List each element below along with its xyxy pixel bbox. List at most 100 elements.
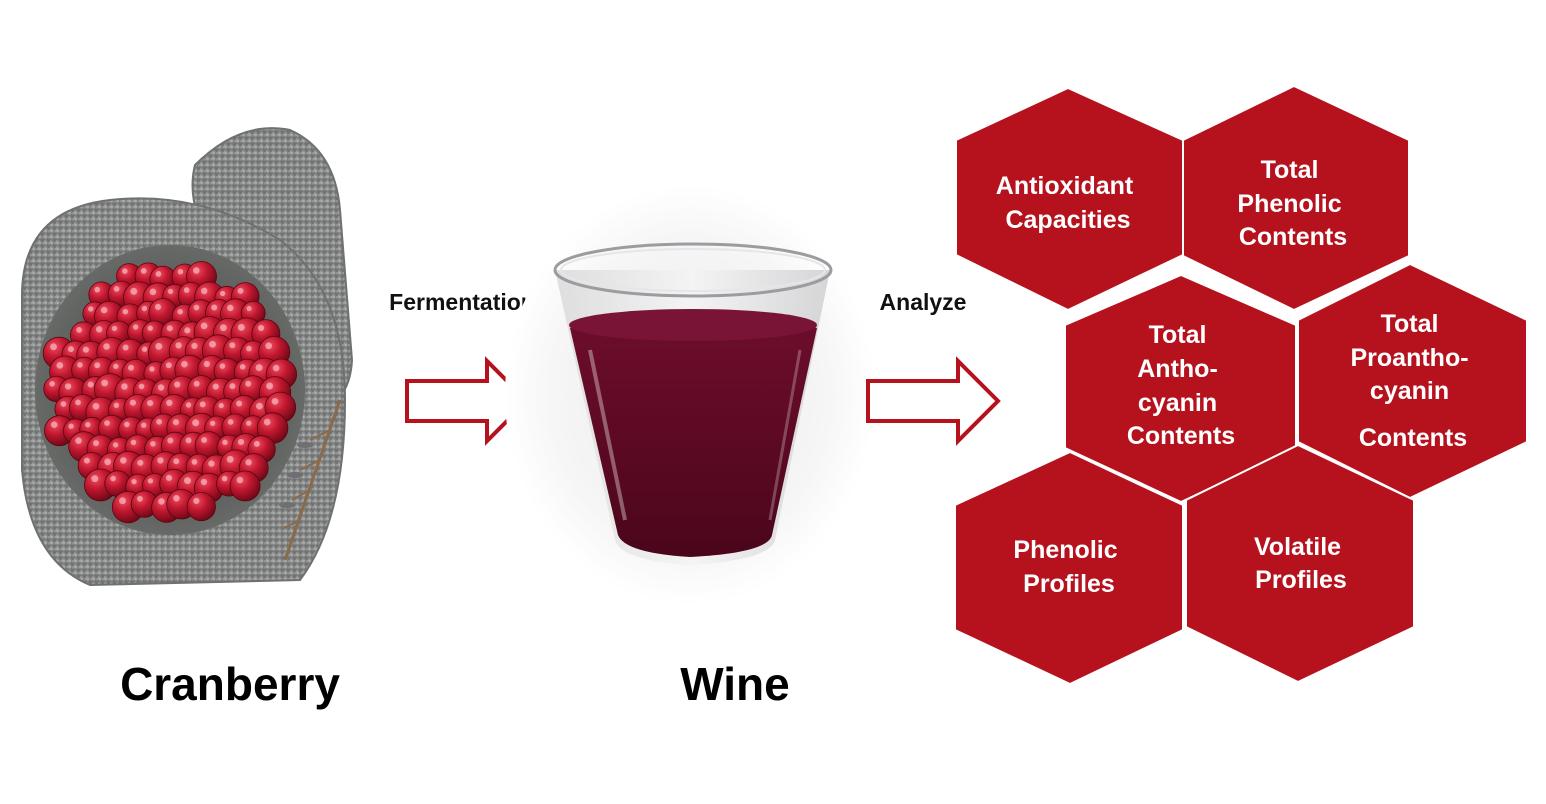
cranberry-highlight bbox=[236, 476, 244, 484]
cranberry-highlight bbox=[128, 364, 134, 371]
cranberry-highlight bbox=[199, 401, 206, 408]
cranberry-highlight bbox=[167, 288, 174, 295]
cranberry-highlight bbox=[185, 437, 192, 444]
hex-anthocyanin-line-2: Antho- bbox=[1137, 355, 1218, 383]
cranberry-highlight bbox=[236, 400, 243, 407]
hex-phenolic-contents-line-2: Phenolic bbox=[1237, 190, 1341, 218]
cranberry-highlight bbox=[67, 346, 74, 353]
cranberry-highlight bbox=[141, 422, 147, 428]
cranberry-highlight bbox=[113, 286, 120, 292]
cranberry-highlight bbox=[122, 308, 129, 315]
cranberry-highlight bbox=[68, 423, 74, 429]
cranberry-highlight bbox=[94, 362, 101, 369]
fermentation-label: Fermentation bbox=[389, 289, 535, 315]
cranberry-highlight bbox=[104, 458, 111, 466]
cranberry-highlight bbox=[193, 304, 200, 311]
cranberry-highlight bbox=[76, 327, 82, 333]
hex-anthocyanin-line-3: cyanin bbox=[1138, 389, 1217, 417]
cranberry-highlight bbox=[237, 287, 244, 294]
cranberry-highlight bbox=[104, 420, 110, 426]
cranberry-highlight bbox=[141, 346, 148, 352]
cranberry-highlight bbox=[226, 455, 234, 463]
cranberry-highlight bbox=[155, 271, 162, 277]
cranberry-highlight bbox=[239, 364, 246, 370]
cranberry-highlight bbox=[154, 303, 162, 310]
hex-phenolic-contents-line-3: Contents bbox=[1239, 223, 1347, 251]
svg-text:Total Proantho- cy: Total Proantho- cyanin Contents bbox=[1351, 310, 1476, 452]
cranberry-highlight bbox=[83, 457, 90, 464]
cranberry-pile bbox=[42, 261, 297, 524]
hex-antioxidant: Antioxidant Capacities bbox=[955, 86, 1184, 312]
cranberry-highlight bbox=[50, 421, 58, 429]
cranberry-highlight bbox=[229, 342, 236, 349]
cranberry-highlight bbox=[94, 286, 100, 293]
cranberry-highlight bbox=[87, 381, 94, 388]
svg-text:Total Phenolic Con: Total Phenolic Contents bbox=[1237, 156, 1348, 251]
cranberry-highlight bbox=[75, 437, 82, 445]
cranberry-highlight bbox=[191, 342, 198, 349]
wine-label: Wine bbox=[680, 658, 789, 710]
cranberry-highlight bbox=[221, 475, 228, 482]
cranberry-highlight bbox=[181, 360, 188, 368]
cranberry-highlight bbox=[60, 401, 67, 407]
hex-phenolic-contents-line-1: Total bbox=[1261, 156, 1319, 184]
cranberry-highlight bbox=[263, 418, 271, 426]
cranberry-highlight bbox=[237, 438, 245, 446]
cranberry-highlight bbox=[95, 326, 103, 333]
cranberry-highlight bbox=[172, 419, 179, 426]
cranberry-highlight bbox=[132, 324, 139, 330]
cranberry-highlight bbox=[229, 383, 236, 390]
cranberry-highlight bbox=[122, 268, 128, 274]
cranberry-highlight bbox=[122, 344, 129, 351]
cranberry-highlight bbox=[266, 382, 274, 390]
cranberry-highlight bbox=[140, 268, 147, 274]
cranberry-highlight bbox=[75, 399, 81, 406]
cranberry-highlight bbox=[193, 267, 200, 274]
cranberry-highlight bbox=[237, 323, 245, 331]
hex-phenolic-profiles: Phenolic Profiles bbox=[954, 450, 1184, 686]
cranberry-icon bbox=[186, 491, 216, 522]
cranberry-highlight bbox=[201, 437, 208, 443]
cranberry-image bbox=[20, 127, 354, 587]
cranberry-highlight bbox=[137, 459, 144, 466]
cranberry-highlight bbox=[200, 322, 208, 330]
cranberry-highlight bbox=[92, 402, 100, 410]
analyze-arrow bbox=[866, 356, 1001, 446]
hex-proanthocyanin-line-1: Total bbox=[1381, 310, 1439, 338]
cranberry-highlight bbox=[49, 381, 55, 387]
cranberry-highlight bbox=[147, 478, 154, 484]
hex-proanthocyanin-line-3: cyanin bbox=[1370, 377, 1449, 405]
cranberry-highlight bbox=[100, 306, 108, 314]
twig-icon bbox=[279, 399, 342, 561]
cranberry-highlight bbox=[137, 495, 143, 502]
cranberry-highlight bbox=[272, 364, 280, 372]
cranberry-highlight bbox=[155, 342, 163, 350]
cranberry-highlight bbox=[113, 402, 120, 408]
cranberry-highlight bbox=[50, 343, 57, 351]
cranberry-highlight bbox=[156, 418, 163, 425]
cranberry-highlight bbox=[166, 399, 173, 406]
svg-text:Total Antho- cyani: Total Antho- cyanin Contents bbox=[1127, 321, 1235, 450]
cranberry-highlight bbox=[129, 399, 136, 406]
cranberry-highlight bbox=[208, 460, 215, 467]
cranberry-highlight bbox=[131, 478, 137, 485]
cranberry-highlight bbox=[158, 498, 165, 505]
cranberry-highlight bbox=[218, 402, 224, 409]
svg-text:Antioxidant Capacities: Antioxidant Capacities bbox=[996, 172, 1140, 234]
cranberry-highlight bbox=[147, 400, 154, 407]
cranberry-highlight bbox=[173, 495, 180, 502]
cranberry-highlight bbox=[82, 346, 89, 353]
svg-text:Phenolic Profiles: Phenolic Profiles bbox=[1013, 536, 1124, 598]
cranberry-label: Cranberry bbox=[120, 658, 340, 710]
cranberry-highlight bbox=[219, 324, 227, 332]
cranberry-highlight bbox=[265, 342, 273, 350]
cranberry-highlight bbox=[255, 364, 263, 372]
analyze-label: Analyze bbox=[880, 289, 967, 315]
hex-volatile-profiles-line-1: Volatile bbox=[1254, 533, 1341, 561]
hex-total-phenolic-contents: Total Phenolic Contents bbox=[1182, 84, 1410, 312]
hex-volatile-profiles: Volatile Profiles bbox=[1185, 443, 1415, 684]
cranberry-highlight bbox=[149, 288, 157, 296]
hex-proanthocyanin-line-2: Proantho- bbox=[1351, 344, 1469, 372]
cranberry-highlight bbox=[121, 383, 128, 390]
